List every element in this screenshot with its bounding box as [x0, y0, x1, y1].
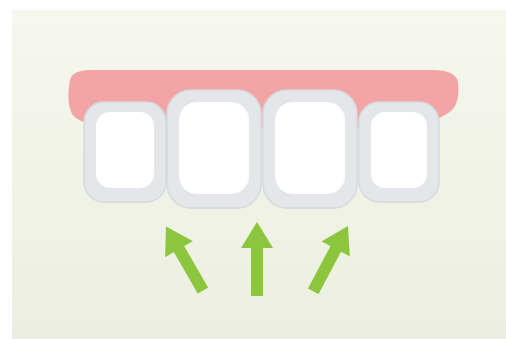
- right-lateral-incisor: [359, 102, 439, 202]
- illustration-panel: [12, 10, 506, 339]
- left-lateral-incisor: [84, 102, 166, 202]
- right-central-incisor: [263, 90, 357, 208]
- teeth-illustration: [12, 10, 506, 339]
- left-central-incisor: [167, 90, 261, 208]
